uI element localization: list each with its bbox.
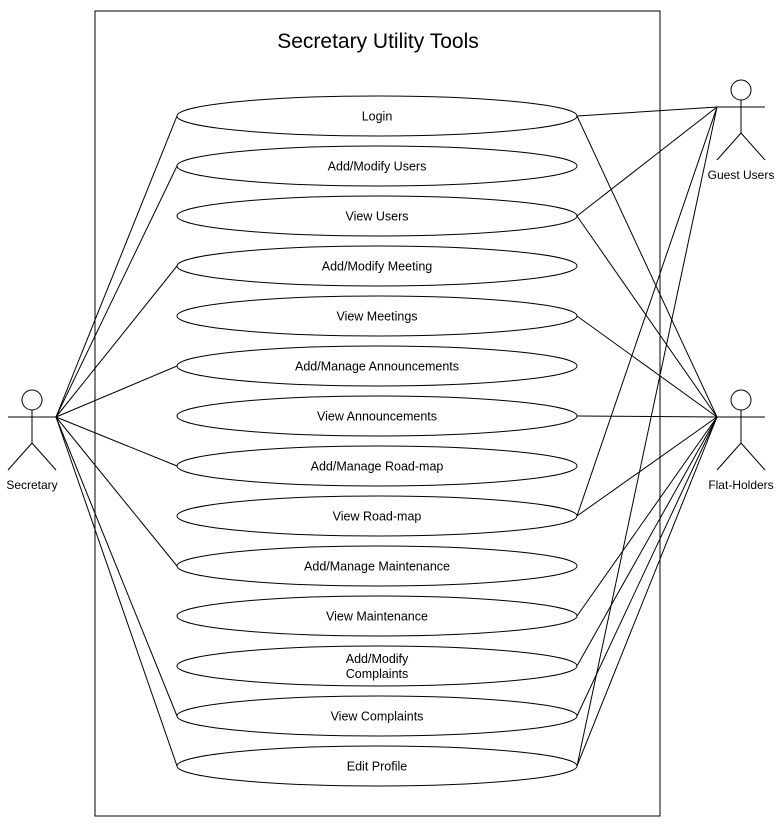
association-flat-holders-view-road-map [576, 416, 718, 517]
association-flat-holders-view-complaints [576, 416, 718, 717]
use-case-view-users[interactable]: View Users [176, 195, 578, 237]
association-guest-users-view-users [576, 106, 718, 217]
use-case-ellipse [176, 245, 578, 287]
actor-body-line [740, 132, 766, 161]
use-case-ellipse [176, 595, 578, 637]
association-flat-holders-view-maintenance [576, 416, 718, 617]
use-case-label: View Complaints [331, 710, 424, 724]
use-case-view-meetings[interactable]: View Meetings [176, 295, 578, 337]
actor-label: Secretary [6, 478, 57, 492]
actor-body-line [716, 442, 742, 471]
use-case-view-maintenance[interactable]: View Maintenance [176, 595, 578, 637]
association-secretary-edit-profile [55, 416, 178, 767]
use-case-ellipse [176, 645, 578, 687]
association-secretary-login [55, 115, 178, 418]
actor-flat-holders[interactable]: Flat-Holders [708, 389, 774, 492]
use-case-ellipse [176, 295, 578, 337]
actor-body-line [31, 442, 57, 471]
use-case-add-modify-users[interactable]: Add/Modify Users [176, 145, 578, 187]
use-case-view-complaints[interactable]: View Complaints [176, 695, 578, 737]
actor-head-icon [730, 79, 752, 101]
association-flat-holders-view-meetings [576, 315, 718, 418]
actor-secretary[interactable]: Secretary [6, 389, 58, 492]
use-case-ellipse [176, 145, 578, 187]
use-case-ellipse [176, 495, 578, 537]
actor-label: Guest Users [708, 168, 775, 182]
system-boundary [94, 10, 661, 817]
association-flat-holders-login [576, 115, 718, 418]
use-case-add-manage-maintenance[interactable]: Add/Manage Maintenance [176, 545, 578, 587]
use-case-view-road-map[interactable]: View Road-map [176, 495, 578, 537]
association-secretary-add-modify-meeting [55, 265, 178, 418]
use-case-label: Add/Manage Maintenance [304, 560, 450, 574]
actor-body-line [7, 442, 33, 471]
use-case-label: View Road-map [333, 510, 422, 524]
association-flat-holders-add-modify-complaints [576, 416, 718, 667]
use-case-label: Add/Modify Users [328, 160, 427, 174]
association-flat-holders-view-announcements [576, 415, 718, 418]
use-case-ellipse [176, 345, 578, 387]
use-case-login[interactable]: Login [176, 95, 578, 137]
use-case-ellipse [176, 95, 578, 137]
use-case-add-manage-road-map[interactable]: Add/Manage Road-map [176, 445, 578, 487]
use-case-label: Edit Profile [347, 760, 407, 774]
use-case-label: View Announcements [317, 410, 437, 424]
association-secretary-add-manage-announcements [55, 365, 178, 418]
use-case-edit-profile[interactable]: Edit Profile [176, 745, 578, 787]
use-case-label: Add/Manage Announcements [295, 360, 459, 374]
association-secretary-add-manage-road-map [55, 416, 178, 467]
use-case-label: Add/Modify Meeting [322, 260, 433, 274]
system-title: Secretary Utility Tools [277, 30, 479, 53]
association-secretary-add-manage-maintenance [55, 416, 178, 567]
use-case-add-modify-meeting[interactable]: Add/Modify Meeting [176, 245, 578, 287]
actor-body-line [740, 442, 766, 471]
use-case-ellipse [176, 445, 578, 487]
use-case-label: View Users [346, 210, 409, 224]
use-case-ellipse [176, 745, 578, 787]
association-guest-users-view-road-map [576, 106, 718, 517]
association-guest-users-edit-profile [576, 106, 718, 767]
association-guest-users-login [576, 106, 718, 117]
use-case-add-manage-announcements[interactable]: Add/Manage Announcements [176, 345, 578, 387]
use-case-label: View Maintenance [326, 610, 428, 624]
use-case-ellipse [176, 545, 578, 587]
association-flat-holders-view-users [576, 215, 718, 418]
actor-label: Flat-Holders [708, 478, 773, 492]
association-lines [55, 106, 718, 767]
use-case-ellipse [176, 695, 578, 737]
association-secretary-add-modify-users [55, 165, 178, 418]
association-flat-holders-edit-profile [576, 416, 718, 767]
use-case-label: Login [362, 110, 393, 124]
association-secretary-view-complaints [55, 416, 178, 717]
use-case-label: Add/Manage Road-map [311, 460, 444, 474]
actor-guest-users[interactable]: Guest Users [708, 79, 775, 182]
use-case-ellipse [176, 395, 578, 437]
actor-head-icon [730, 389, 752, 411]
use-case-ellipse [176, 195, 578, 237]
use-case-view-announcements[interactable]: View Announcements [176, 395, 578, 437]
use-case-label: View Meetings [336, 310, 417, 324]
actor-head-icon [21, 389, 43, 411]
actor-body-line [716, 132, 742, 161]
